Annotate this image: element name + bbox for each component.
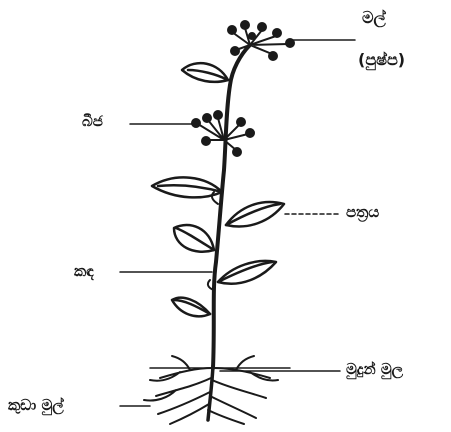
- leaf-top: [182, 63, 228, 82]
- leaf-right: [226, 202, 284, 226]
- root-system: [144, 356, 278, 424]
- leaf-middle-left: [174, 225, 214, 252]
- label-stem: කඳ: [74, 264, 94, 279]
- label-leaf: පත්‍රය: [346, 205, 379, 220]
- label-fibrous-root: කුඩා මුල්: [8, 398, 64, 413]
- label-seed: බීජ: [82, 114, 103, 129]
- label-tap-root: මුදුන් මුල: [346, 362, 403, 377]
- label-flower: මල්: [362, 10, 386, 26]
- leaf-lower-left: [172, 298, 210, 317]
- label-flower-alt: (පුෂ්ප): [358, 52, 405, 68]
- main-stem: [213, 45, 250, 368]
- flower-cluster: [228, 21, 294, 60]
- leaf-lower-right: [218, 261, 276, 284]
- seed-cluster: [192, 111, 254, 156]
